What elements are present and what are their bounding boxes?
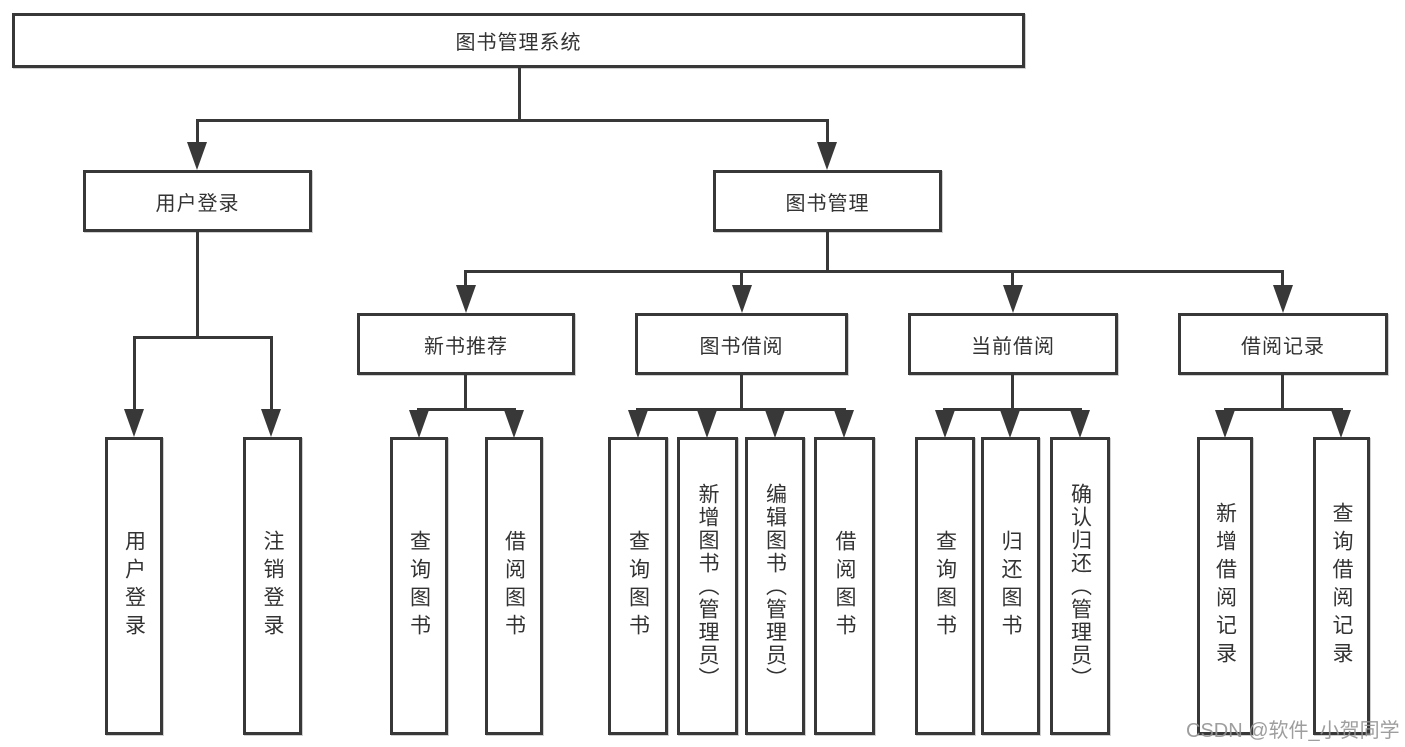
arrow-down-icon [834, 410, 854, 438]
node-user-login-label: 用户登录 [155, 192, 240, 215]
leaf-query-books-2-label: 查询图书 [626, 530, 650, 642]
arrow-down-icon [732, 285, 752, 313]
node-user-login: 用户登录 [83, 170, 312, 232]
leaf-query-books-3: 查询图书 [915, 437, 975, 735]
connector-group3-branch [1224, 408, 1343, 411]
arrow-down-icon [817, 142, 837, 170]
leaf-query-books-1-label: 查询图书 [407, 530, 431, 642]
connector-group3-trunk [1281, 375, 1284, 411]
connector-drop-borrow-records [1281, 270, 1284, 287]
leaf-query-books-3-label: 查询图书 [933, 530, 957, 642]
leaf-add-borrow-record: 新增借阅记录 [1197, 437, 1253, 735]
connector-group2-trunk [1011, 375, 1014, 411]
leaf-edit-book-admin: 编辑图书（管理员） [745, 437, 805, 735]
connector-drop-book-borrow [740, 270, 743, 287]
connector-root-trunk [518, 68, 521, 122]
leaf-add-book-admin-label: 新增图书（管理员） [696, 482, 719, 690]
connector-drop-user-login [196, 119, 199, 145]
node-book-mgmt: 图书管理 [713, 170, 942, 232]
connector-drop-new-book [464, 270, 467, 287]
connector-book-mgmt-branch [464, 270, 1284, 273]
leaf-edit-book-admin-label: 编辑图书（管理员） [763, 482, 787, 690]
leaf-confirm-return-admin: 确认归还（管理员） [1050, 437, 1110, 735]
leaf-borrow-books-1: 借阅图书 [485, 437, 543, 735]
connector-group1-trunk [740, 375, 743, 411]
arrow-down-icon [1000, 410, 1020, 438]
leaf-return-books: 归还图书 [981, 437, 1040, 735]
node-borrow-records-label: 借阅记录 [1241, 335, 1325, 358]
leaf-add-book-admin: 新增图书（管理员） [677, 437, 738, 735]
arrow-down-icon [1070, 410, 1090, 438]
arrow-down-icon [1273, 285, 1293, 313]
connector-user-login-branch [133, 336, 273, 339]
arrow-down-icon [456, 285, 476, 313]
node-borrow-records: 借阅记录 [1178, 313, 1388, 375]
connector-drop-logout-leaf [270, 336, 273, 411]
leaf-user-login-label: 用户登录 [122, 530, 146, 642]
node-book-borrow-label: 图书借阅 [699, 335, 784, 358]
arrow-down-icon [124, 409, 144, 437]
arrow-down-icon [504, 410, 524, 438]
node-book-borrow: 图书借阅 [635, 313, 848, 375]
arrow-down-icon [935, 410, 955, 438]
leaf-query-books-2: 查询图书 [608, 437, 668, 735]
leaf-query-books-1: 查询图书 [390, 437, 448, 735]
node-current-borrow-label: 当前借阅 [971, 335, 1055, 358]
connector-root-branch [196, 119, 829, 122]
csdn-watermark: CSDN @软件_小贺同学 [1186, 720, 1400, 742]
connector-group2-branch [943, 408, 1082, 411]
leaf-query-borrow-record: 查询借阅记录 [1313, 437, 1370, 735]
node-new-book-recommend: 新书推荐 [357, 313, 575, 375]
node-current-borrow: 当前借阅 [908, 313, 1118, 375]
leaf-logout: 注销登录 [243, 437, 302, 735]
leaf-logout-label: 注销登录 [261, 530, 284, 642]
leaf-borrow-books-2: 借阅图书 [814, 437, 875, 735]
connector-book-mgmt-trunk [826, 232, 829, 273]
connector-drop-current-borrow [1011, 270, 1014, 287]
connector-group0-trunk [464, 375, 467, 411]
arrow-down-icon [1003, 285, 1023, 313]
connector-group0-branch [417, 408, 516, 411]
arrow-down-icon [697, 410, 717, 438]
arrow-down-icon [261, 409, 281, 437]
arrow-down-icon [409, 410, 429, 438]
arrow-down-icon [187, 142, 207, 170]
leaf-user-login: 用户登录 [105, 437, 163, 735]
connector-drop-login-leaf [133, 336, 136, 411]
arrow-down-icon [765, 410, 785, 438]
node-book-mgmt-label: 图书管理 [785, 192, 870, 215]
connector-group1-branch [636, 408, 846, 411]
leaf-return-books-label: 归还图书 [999, 530, 1022, 642]
root-node-label: 图书管理系统 [455, 32, 582, 54]
arrow-down-icon [1215, 410, 1235, 438]
leaf-borrow-books-2-label: 借阅图书 [833, 530, 856, 642]
leaf-query-borrow-record-label: 查询借阅记录 [1330, 502, 1353, 670]
connector-drop-book-mgmt [826, 119, 829, 145]
leaf-confirm-return-admin-label: 确认归还（管理员） [1068, 482, 1092, 690]
leaf-borrow-books-1-label: 借阅图书 [502, 530, 526, 642]
node-new-book-recommend-label: 新书推荐 [424, 335, 508, 358]
arrow-down-icon [628, 410, 648, 438]
arrow-down-icon [1331, 410, 1351, 438]
root-node-library-system: 图书管理系统 [12, 13, 1025, 68]
leaf-add-borrow-record-label: 新增借阅记录 [1213, 502, 1237, 670]
connector-user-login-trunk [196, 232, 199, 339]
